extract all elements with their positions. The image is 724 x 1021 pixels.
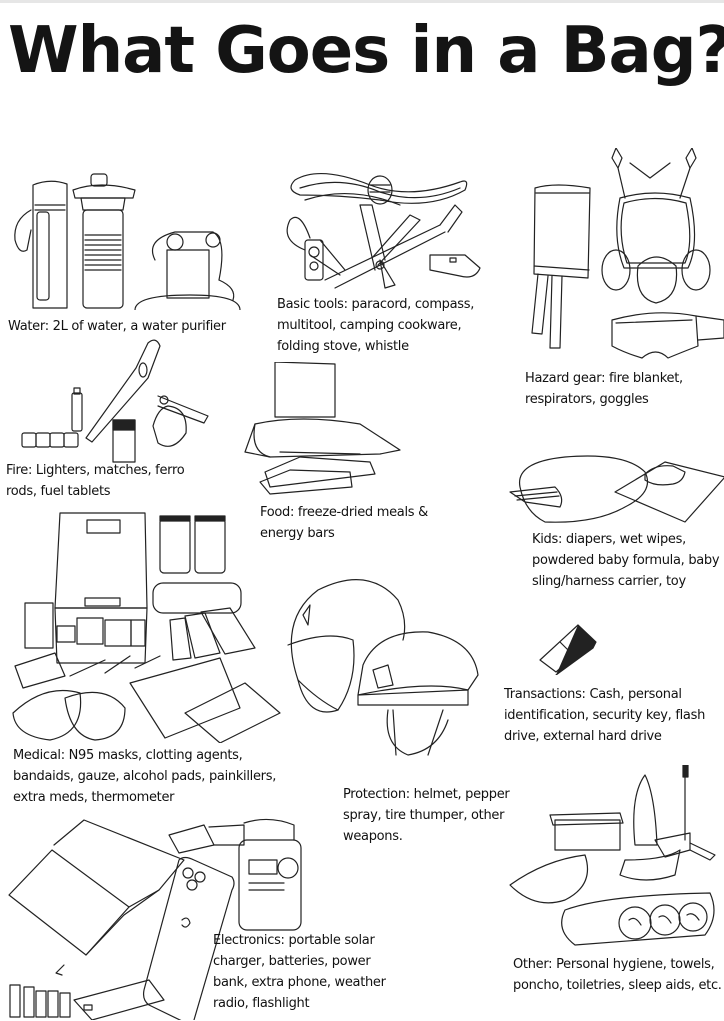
food-pouch-icon [240,362,405,497]
wallet-cash-icon [538,620,598,675]
respirator-goggles-icon [520,148,724,368]
caption-basic-tools: Basic tools: paracord, compass, multitoo… [277,297,475,354]
helmet-icon [278,570,488,770]
caption-kids: Kids: diapers, wet wipes, powdered baby … [532,532,720,589]
caption-other: Other: Personal hygiene, towels, poncho,… [513,957,722,993]
caption-hazard-gear: Hazard gear: fire blanket, respirators, … [525,371,683,407]
solar-phone-radio-icon [4,815,304,1020]
caption-medical: Medical: N95 masks, clotting agents, ban… [13,748,277,805]
caption-food: Food: freeze-dried meals & energy bars [260,505,428,541]
paracord-multitool-whistle-icon [280,160,520,290]
caption-electronics: Electronics: portable solar charger, bat… [213,933,386,1011]
caption-transactions: Transactions: Cash, personal identificat… [504,687,706,744]
lighter-matches-icon [18,338,218,463]
top-border [0,0,724,3]
caption-water: Water: 2L of water, a water purifier [8,319,226,334]
page-title: What Goes in a Bag? [8,14,724,88]
towels-toiletries-icon [505,765,720,950]
caption-protection: Protection: helmet, pepper spray, tire t… [343,787,510,844]
water-bottles-purifier-icon [5,150,255,310]
diaper-wipes-icon [505,452,724,527]
first-aid-kit-icon [5,508,290,743]
caption-fire: Fire: Lighters, matches, ferro rods, fue… [6,463,185,499]
